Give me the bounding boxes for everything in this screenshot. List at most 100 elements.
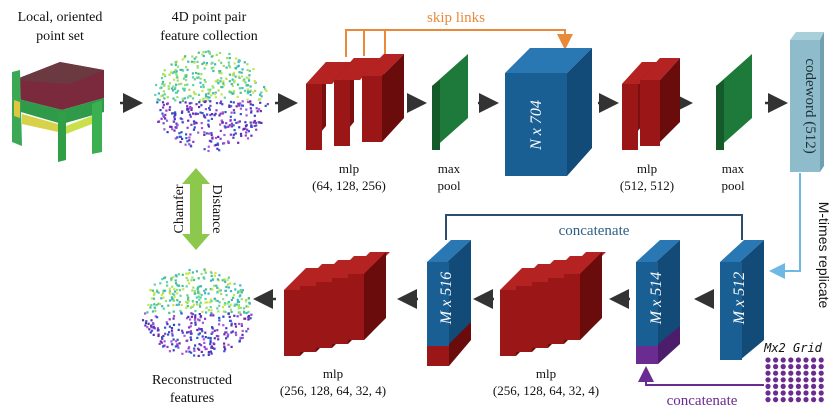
scatter-point: [247, 314, 251, 318]
scatter-point: [159, 109, 162, 112]
scatter-point: [240, 291, 243, 294]
scatter-point: [162, 122, 165, 125]
scatter-point: [185, 272, 188, 275]
scatter-point: [226, 302, 229, 305]
scatter-point: [213, 144, 216, 147]
scatter-point: [183, 334, 186, 337]
scatter-point: [233, 314, 236, 317]
scatter-point: [149, 331, 152, 334]
scatter-point: [187, 110, 190, 113]
scatter-point: [221, 279, 224, 282]
scatter-point: [190, 315, 193, 318]
scatter-point: [199, 285, 203, 288]
reconstructed-label-line2: features: [170, 391, 214, 406]
scatter-point: [173, 118, 176, 121]
scatter-point: [247, 297, 250, 300]
scatter-point: [196, 336, 199, 339]
scatter-point: [177, 273, 180, 276]
grid-dot: [788, 397, 794, 403]
scatter-point: [184, 55, 187, 58]
scatter-point: [164, 289, 167, 292]
scatter-point: [164, 299, 168, 303]
mlp1-label-line1: mlp: [339, 161, 359, 176]
scatter-point: [207, 123, 210, 126]
scatter-point: [259, 110, 262, 113]
scatter-point: [221, 103, 224, 106]
scatter-point: [211, 313, 214, 316]
scatter-point: [247, 305, 250, 308]
scatter-point: [202, 54, 205, 58]
scatter-point: [233, 81, 236, 84]
scatter-point: [200, 73, 203, 76]
scatter-point: [185, 65, 188, 69]
scatter-point: [248, 90, 251, 93]
scatter-point: [156, 101, 159, 104]
scatter-point: [231, 84, 234, 87]
scatter-point: [196, 287, 199, 291]
scatter-point: [176, 79, 179, 82]
scatter-point: [232, 71, 235, 74]
scatter-point: [230, 83, 233, 86]
scatter-point: [222, 80, 225, 83]
scatter-point: [168, 287, 171, 290]
scatter-point: [230, 111, 233, 114]
scatter-point: [162, 73, 165, 76]
scatter-point: [168, 108, 171, 111]
scatter-point: [252, 91, 255, 94]
scatter-point: [229, 319, 232, 322]
scatter-point: [181, 97, 184, 100]
scatter-point: [205, 97, 208, 100]
grid-dot: [818, 383, 824, 389]
scatter-point: [189, 318, 192, 321]
scatter-point: [162, 345, 165, 348]
scatter-point: [188, 282, 191, 285]
scatter-point: [204, 271, 207, 274]
scatter-point: [160, 95, 163, 98]
grid-dot: [765, 383, 771, 389]
scatter-point: [230, 298, 233, 302]
scatter-point: [166, 345, 169, 348]
scatter-point: [217, 338, 220, 341]
scatter-point: [174, 113, 177, 116]
scatter-point: [247, 130, 250, 133]
grid-dot: [811, 397, 817, 403]
scatter-point: [168, 73, 171, 76]
scatter-point: [248, 74, 251, 77]
concat-top-connector: [445, 214, 743, 240]
grid-dot: [795, 383, 802, 389]
grid-dot: [818, 377, 824, 383]
scatter-point: [190, 107, 193, 110]
scatter-point: [196, 328, 199, 332]
scatter-point: [227, 300, 230, 304]
scatter-point: [171, 334, 174, 337]
scatter-point: [198, 348, 201, 351]
scatter-point: [237, 322, 241, 325]
scatter-point: [205, 306, 208, 309]
grid-dot: [765, 357, 771, 363]
feature-block-label: N x 704: [528, 100, 545, 151]
scatter-point: [250, 111, 253, 114]
scatter-point: [172, 120, 176, 123]
grid-dot: [773, 390, 779, 396]
scatter-point: [198, 319, 201, 322]
scatter-point: [217, 59, 221, 62]
scatter-point: [180, 312, 183, 315]
scatter-point: [194, 314, 197, 317]
scatter-point: [161, 337, 164, 340]
scatter-point: [160, 77, 164, 80]
scatter-point: [212, 66, 215, 69]
scatter-point: [168, 82, 172, 85]
grid-dot: [788, 383, 794, 389]
scatter-point: [170, 340, 173, 343]
scatter-point: [188, 271, 191, 274]
scatter-point: [247, 327, 250, 330]
grid-dot: [811, 383, 817, 389]
scatter-point: [204, 317, 207, 320]
grid-dot: [818, 357, 824, 363]
scatter-point: [236, 301, 239, 304]
scatter-point: [240, 323, 243, 326]
scatter-point: [158, 342, 161, 345]
scatter-point: [222, 310, 225, 313]
scatter-point: [212, 92, 215, 95]
scatter-point: [216, 143, 220, 146]
